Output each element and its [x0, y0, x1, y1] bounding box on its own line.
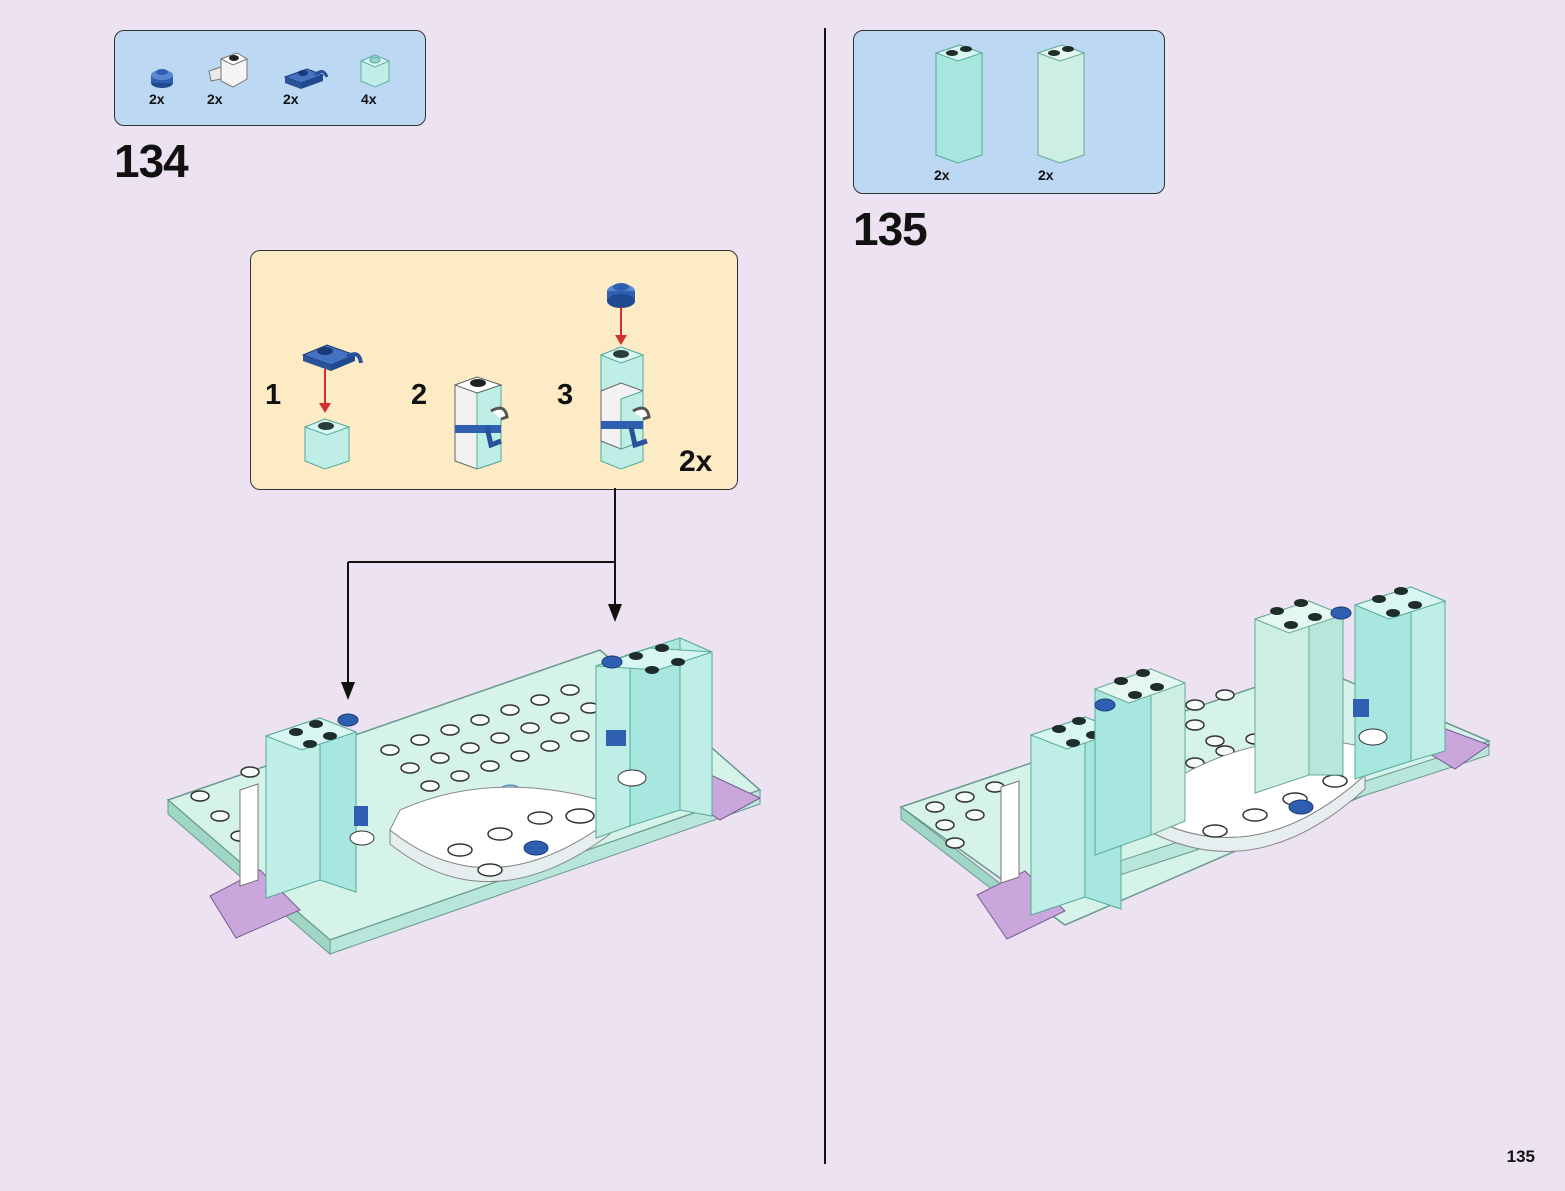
substep-2-illustration	[453, 376, 509, 470]
step-number-135: 135	[853, 203, 928, 255]
subassembly-multiplier: 2x	[679, 445, 713, 478]
substep-number-2: 2	[411, 379, 428, 411]
model-illustration-step-135	[899, 586, 1491, 940]
white-bracket-icon	[208, 52, 249, 88]
page-divider	[824, 28, 826, 1164]
parts-list-step-134: 2x 2x 2x 4x	[114, 30, 426, 126]
page-number: 135	[1506, 1147, 1535, 1166]
trans-light-blue-brick-icon	[359, 54, 391, 88]
subassembly-callout: 1 2 3 2x	[250, 250, 738, 490]
parts-list-step-135: 2x 2x	[853, 30, 1165, 194]
step-number-134: 134	[114, 135, 189, 187]
trans-light-blue-panel-icon	[934, 44, 984, 164]
blue-clip-plate-icon	[283, 68, 329, 89]
part-qty: 2x	[207, 91, 223, 107]
substep-number-1: 1	[265, 379, 282, 411]
blue-round-plate-icon	[151, 69, 173, 88]
part-qty: 2x	[934, 167, 950, 183]
part-qty: 2x	[149, 91, 165, 107]
substep-number-3: 3	[557, 379, 574, 411]
part-qty: 2x	[283, 91, 299, 107]
part-qty: 4x	[361, 91, 377, 107]
model-illustration-step-134	[166, 637, 762, 956]
part-qty: 2x	[1038, 167, 1054, 183]
pale-aqua-panel-icon	[1036, 44, 1086, 164]
substep-1-illustration	[301, 344, 363, 470]
substep-3-illustration	[599, 283, 651, 470]
